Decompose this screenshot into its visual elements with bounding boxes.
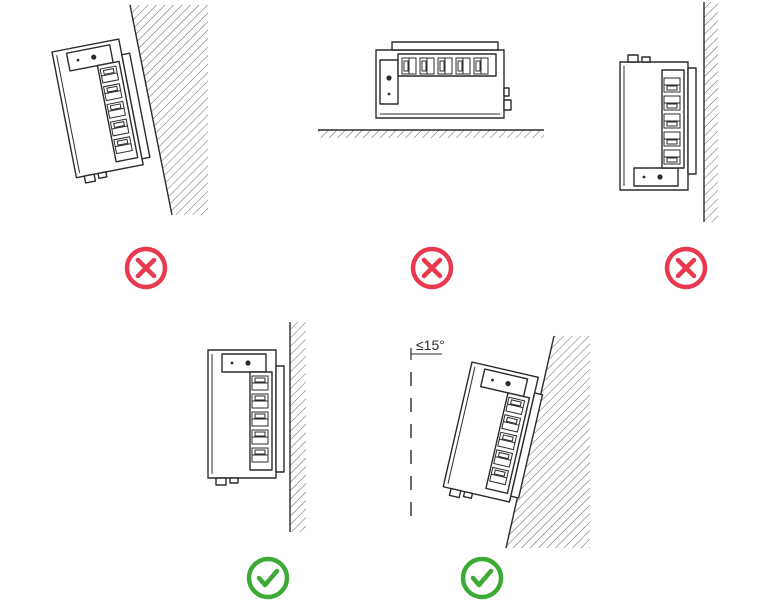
inverter-tilted-forward [51, 36, 154, 186]
scenario-lying-flat [318, 41, 544, 290]
check-circle-icon [460, 556, 504, 600]
scenario-vertical [207, 322, 306, 600]
inverter-lying-flat [375, 41, 512, 119]
cross-circle-icon [664, 246, 708, 290]
wall-tilted-forward [129, 4, 208, 216]
inverter-upside-down [619, 54, 697, 191]
angle-limit-label: ≤15° [416, 337, 445, 353]
cross-circle-icon [410, 246, 454, 290]
wall-upside-down [703, 2, 718, 222]
scenario-upside-down [619, 2, 718, 290]
scenario-tilted-forward [51, 4, 208, 290]
floor-lying-flat [318, 129, 544, 138]
inverter-vertical [207, 349, 285, 486]
check-circle-icon [246, 556, 290, 600]
scenario-tilted-back: ≤15° [410, 335, 590, 600]
wall-vertical [289, 322, 306, 532]
vertical-reference-line [410, 348, 442, 520]
cross-circle-icon [124, 246, 168, 290]
